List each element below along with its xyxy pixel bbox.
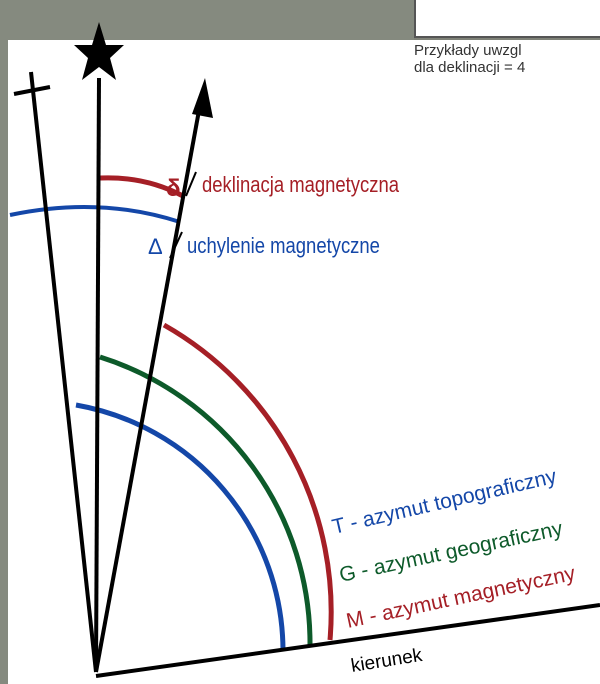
arc-azymut-topograficzny [75, 402, 286, 651]
label-kierunek: kierunek [349, 645, 424, 677]
left-border-strip [0, 40, 8, 684]
arc-deklinacja [99, 175, 185, 199]
top-caption-box [414, 0, 600, 38]
Delta-symbol: Δ [148, 234, 163, 259]
line-polnoc-geograficzna [94, 77, 101, 673]
arc-uchylenie [9, 204, 181, 224]
Delta-pointer [169, 231, 183, 259]
cross-icon [13, 85, 51, 96]
line-polnoc-magnetyczna [94, 104, 202, 673]
line-kierunek [95, 603, 600, 678]
caption-line-1: Przykłady uwzgl [414, 42, 522, 59]
arc-azymut-magnetyczny [162, 322, 334, 641]
arrow-head-icon [192, 78, 213, 118]
delta-symbol: δ [166, 175, 181, 202]
line-polnoc-topograficzna [29, 71, 98, 673]
label-uchylenie: uchylenie magnetyczne [187, 235, 380, 259]
caption-text: Przykłady uwzgl dla deklinacji = 4 [414, 42, 600, 76]
star-icon [74, 22, 124, 80]
caption-line-2: dla deklinacji = 4 [414, 59, 526, 76]
delta-pointer [185, 171, 197, 197]
top-background-strip [0, 0, 414, 40]
label-deklinacja: deklinacja magnetyczna [202, 174, 400, 198]
